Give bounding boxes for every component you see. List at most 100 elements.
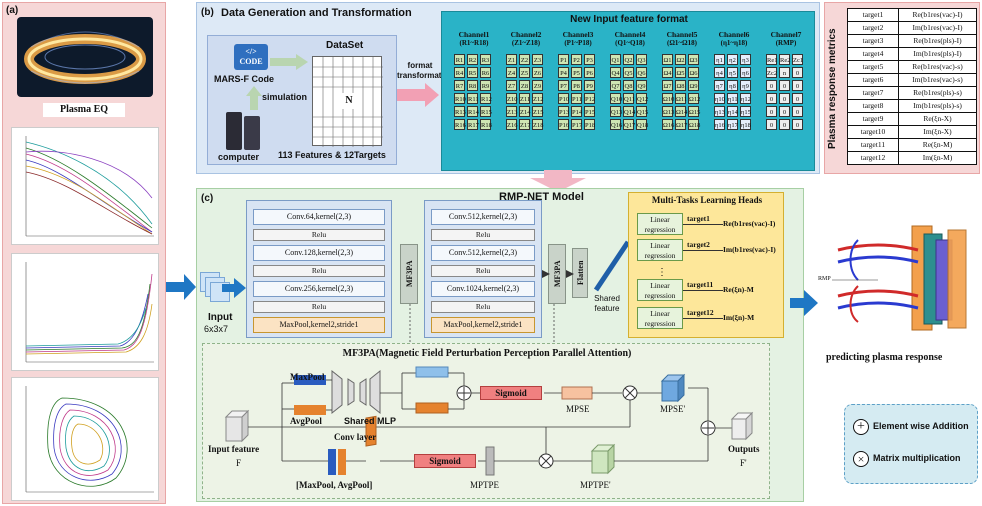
head-arrow-line bbox=[683, 318, 723, 319]
maxpool-layer: MaxPool,kernel2,stride1 bbox=[431, 317, 535, 333]
channel-cell: Ω2 bbox=[675, 54, 686, 65]
channel-cell: η5 bbox=[727, 67, 738, 78]
sigmoid-top: Sigmoid bbox=[480, 386, 542, 400]
mf3pa-bar-2: MF3PA bbox=[548, 244, 566, 304]
channel-name: Channel3 bbox=[562, 30, 594, 39]
channel-cell: Q10 bbox=[610, 93, 622, 104]
channel-range: (P1~P18) bbox=[564, 39, 592, 47]
channel-cell: 0 bbox=[766, 80, 777, 91]
channel-cell: Q15 bbox=[636, 106, 648, 117]
relu-layer: Relu bbox=[431, 265, 535, 277]
channel-cell: Q18 bbox=[636, 119, 648, 130]
channel-cell: R9 bbox=[480, 80, 491, 91]
channel-cell: 0 bbox=[792, 93, 803, 104]
head-arrow-line bbox=[683, 250, 723, 251]
channel-cell: η13 bbox=[714, 106, 725, 117]
concat-pool-label: [MaxPool, AvgPool] bbox=[296, 480, 373, 490]
channel-cell: 0 bbox=[792, 67, 803, 78]
channel-cell: Q14 bbox=[623, 106, 635, 117]
channel-cell: Z2 bbox=[519, 54, 530, 65]
m-pse-prime-label: MPSE' bbox=[660, 404, 686, 414]
channel-cell: η17 bbox=[727, 119, 738, 130]
channel-cell: Ω10 bbox=[662, 93, 674, 104]
m-ptpe-label: MPTPE bbox=[470, 480, 500, 490]
metrics-target-value: Im(ξn-X) bbox=[898, 125, 977, 139]
channel-cell: P8 bbox=[571, 80, 582, 91]
head-target-label: target12 bbox=[687, 308, 714, 317]
channel-cell: Z14 bbox=[519, 106, 530, 117]
channel-cell: 0 bbox=[792, 80, 803, 91]
channel-cell: Z7 bbox=[506, 80, 517, 91]
channel-name: Channel4 bbox=[614, 30, 646, 39]
tokamak-coils-image bbox=[818, 210, 980, 344]
metrics-target-value: Re(b1res(pls)-s) bbox=[898, 86, 977, 100]
channel-cell: 0 bbox=[779, 80, 790, 91]
channel-cell: η10 bbox=[714, 93, 725, 104]
channel-cell: Q9 bbox=[636, 80, 647, 91]
channel-cell: η6 bbox=[740, 67, 751, 78]
m-ptpe-prime-label: MPTPE' bbox=[580, 480, 611, 490]
channel-cell: Ω5 bbox=[675, 67, 686, 78]
maxpool-label: MaxPool bbox=[290, 372, 325, 382]
heads-ellipsis: ⋮ bbox=[657, 267, 667, 278]
metrics-target-name: target1 bbox=[847, 8, 899, 22]
channel-range: (RMP) bbox=[775, 39, 797, 47]
head-output-label: Im(b1res(vac)-I) bbox=[723, 245, 776, 254]
channel-name: Channel5 bbox=[666, 30, 698, 39]
metrics-target-name: target11 bbox=[847, 138, 899, 152]
dataset-table: N bbox=[312, 56, 383, 147]
channel-cell: R17 bbox=[467, 119, 479, 130]
plus-circle-icon: + bbox=[853, 419, 869, 435]
channel-cell: Z15 bbox=[532, 106, 543, 117]
panel-a-tag: (a) bbox=[6, 5, 19, 16]
shared-feature-bar bbox=[593, 240, 631, 292]
channel-cell: 0 bbox=[792, 106, 803, 117]
channel-cell: Ω8 bbox=[675, 80, 686, 91]
channel-cell: η3 bbox=[740, 54, 751, 65]
channel-cell: Z16 bbox=[506, 119, 517, 130]
channel-range: (Q1~Q18) bbox=[615, 39, 645, 47]
plasma-torus-image bbox=[17, 17, 153, 97]
new-input-format-box: New Input feature format Channel1(R1~R18… bbox=[441, 11, 815, 171]
channel-cell: Ω12 bbox=[688, 93, 700, 104]
metrics-target-name: target2 bbox=[847, 21, 899, 35]
channel-cell: Z3 bbox=[532, 54, 543, 65]
rmp-label: RMP bbox=[818, 276, 831, 282]
profile-plot-1 bbox=[11, 127, 159, 245]
channel-cell: Q8 bbox=[623, 80, 634, 91]
channel-cell: η14 bbox=[727, 106, 738, 117]
panel-b: (b) Data Generation and Transformation <… bbox=[196, 2, 820, 174]
channel-cell: Z9 bbox=[532, 80, 543, 91]
channel-cell: P7 bbox=[558, 80, 569, 91]
channel-range: (Ω1~Ω18) bbox=[666, 39, 697, 47]
channel-cell: P9 bbox=[584, 80, 595, 91]
channel-cell: R8 bbox=[467, 80, 478, 91]
metrics-target-value: Re(b1res(vac)-s) bbox=[898, 60, 977, 74]
channel-cell: Z8 bbox=[519, 80, 530, 91]
dotted-links-mf3pa bbox=[409, 304, 555, 344]
channel-cell: P10 bbox=[558, 93, 569, 104]
metrics-target-name: target4 bbox=[847, 47, 899, 61]
channel-cell: Re1 bbox=[766, 54, 777, 65]
channel-cell: η18 bbox=[740, 119, 751, 130]
channel-range: (Z1~Z18) bbox=[511, 39, 541, 47]
arrow-input-to-block1 bbox=[222, 278, 246, 298]
head-target-label: target2 bbox=[687, 240, 710, 249]
panel-c-tag: (c) bbox=[201, 193, 214, 204]
metrics-target-name: target12 bbox=[847, 151, 899, 165]
channel-cell: P17 bbox=[571, 119, 582, 130]
channel-cell: 0 bbox=[766, 119, 777, 130]
channel-cell: Z12 bbox=[532, 93, 543, 104]
channel-cell: Z4 bbox=[506, 67, 517, 78]
channel-cell: P3 bbox=[584, 54, 595, 65]
head-arrow-line bbox=[683, 224, 723, 225]
